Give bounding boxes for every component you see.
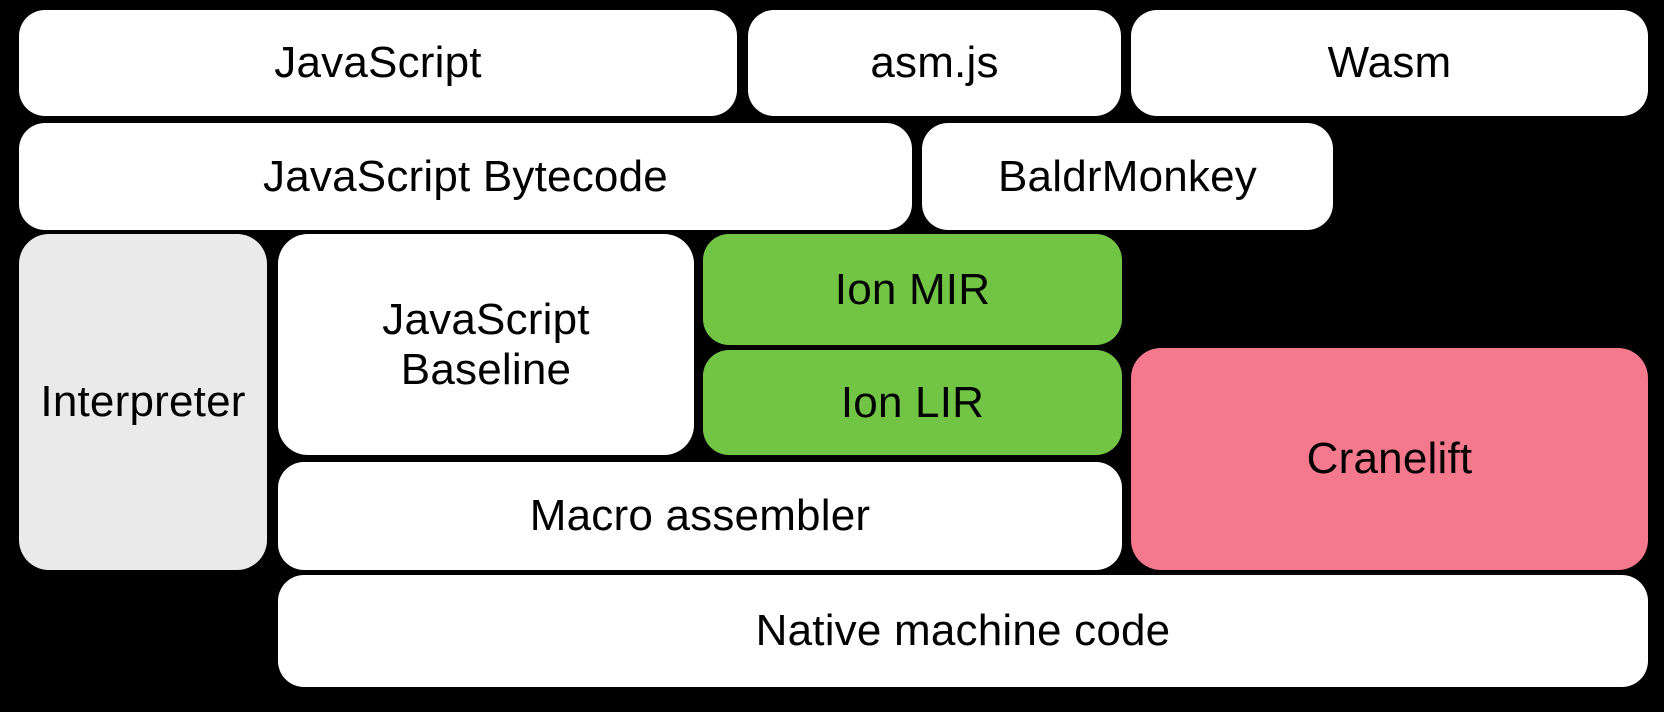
node-javascript-bytecode[interactable]: JavaScript Bytecode <box>19 123 912 230</box>
node-interpreter[interactable]: Interpreter <box>19 234 267 570</box>
node-ion-mir[interactable]: Ion MIR <box>703 234 1122 345</box>
node-native-machine-code[interactable]: Native machine code <box>278 575 1648 687</box>
node-ion-lir[interactable]: Ion LIR <box>703 350 1122 455</box>
node-cranelift[interactable]: Cranelift <box>1131 348 1648 570</box>
node-baldrmonkey[interactable]: BaldrMonkey <box>922 123 1333 230</box>
node-wasm[interactable]: Wasm <box>1131 10 1648 116</box>
node-javascript[interactable]: JavaScript <box>19 10 737 116</box>
node-macro-assembler[interactable]: Macro assembler <box>278 462 1122 570</box>
node-javascript-baseline[interactable]: JavaScript Baseline <box>278 234 694 455</box>
node-asm-js[interactable]: asm.js <box>748 10 1121 116</box>
